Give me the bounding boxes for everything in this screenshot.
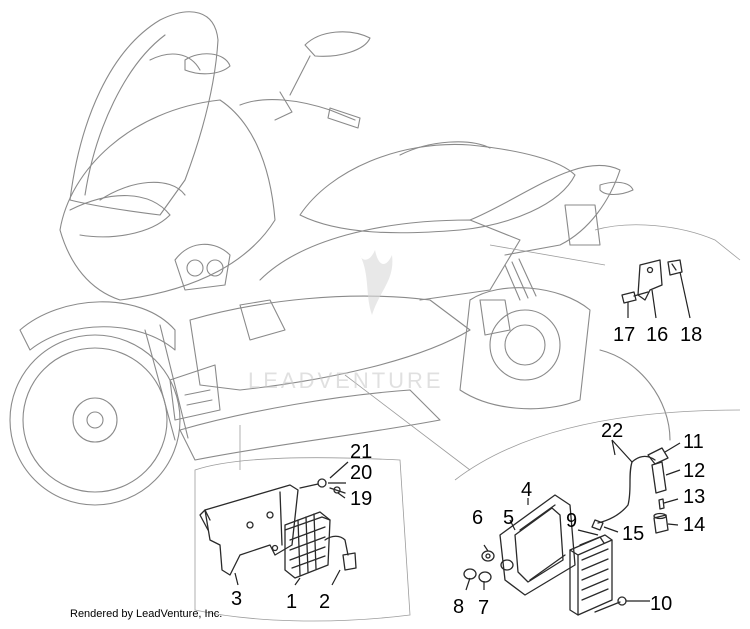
- scooter-outline: [9, 11, 671, 506]
- callout-20: 20: [350, 462, 372, 484]
- callout-3: 3: [231, 588, 242, 610]
- callout-8: 8: [453, 596, 464, 618]
- detail-bracket-16-18: [489, 224, 741, 319]
- callout-5: 5: [503, 507, 514, 529]
- callout-11: 11: [683, 431, 704, 453]
- detail-cdi-unit: [344, 374, 741, 616]
- callout-9: 9: [566, 510, 577, 532]
- callout-1: 1: [286, 591, 297, 613]
- watermark: LEADVENTURE: [248, 250, 444, 393]
- callout-14: 14: [683, 514, 705, 536]
- callout-17: 17: [613, 324, 635, 346]
- credit-text: Rendered by LeadVenture, Inc.: [70, 608, 223, 620]
- callout-4: 4: [521, 479, 532, 501]
- callout-15: 15: [622, 523, 644, 545]
- watermark-text: LEADVENTURE: [248, 368, 444, 393]
- callout-7: 7: [478, 597, 489, 619]
- callout-13: 13: [683, 486, 705, 508]
- callout-16: 16: [646, 324, 668, 346]
- callout-10: 10: [650, 593, 672, 615]
- callout-6: 6: [472, 507, 483, 529]
- callout-21: 21: [350, 441, 372, 463]
- callout-19: 19: [350, 488, 372, 510]
- callout-22: 22: [601, 420, 623, 442]
- callout-18: 18: [680, 324, 702, 346]
- detail-regulator-mount: [194, 425, 411, 622]
- callout-labels: 1 2 3 4 5 6 7 8 9 10 11 12 13 14 15 16 1…: [231, 324, 705, 619]
- callout-2: 2: [319, 591, 330, 613]
- callout-12: 12: [683, 460, 705, 482]
